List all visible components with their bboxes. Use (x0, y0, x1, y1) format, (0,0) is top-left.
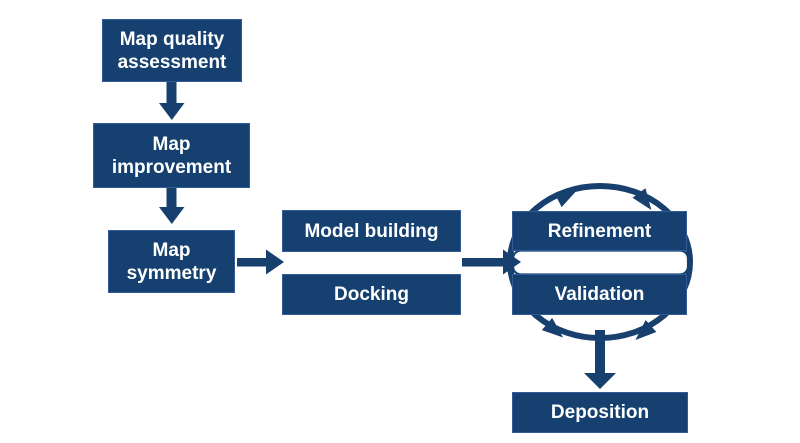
cycle-arrowhead-top-right-icon (632, 188, 652, 210)
arrow-symmetry-to-building-docking (237, 249, 284, 275)
arrow-cycle-to-deposition (584, 330, 616, 389)
node-refinement-label: Refinement (547, 220, 652, 242)
cycle-arrowhead-bottom-left-icon (541, 317, 564, 338)
node-refinement: Refinement (512, 211, 687, 251)
node-validation-label: Validation (554, 284, 645, 305)
arrow-building-docking-to-refinement-validation (462, 249, 521, 275)
cycle-arrowhead-top-left-icon (554, 190, 577, 208)
cycle-arrowhead-bottom-right-icon (635, 320, 657, 341)
node-model-building-label: Model building (304, 220, 439, 242)
node-docking: Docking (282, 274, 461, 315)
node-deposition: Deposition (512, 392, 688, 433)
node-map-quality-assessment-label: Map quality assessment (117, 28, 227, 73)
arrow-improvement-to-symmetry (159, 188, 185, 224)
node-validation: Validation (512, 274, 687, 315)
node-map-symmetry-label: Map symmetry (126, 239, 217, 284)
node-deposition-label: Deposition (550, 402, 650, 423)
node-model-building: Model building (282, 210, 461, 252)
node-map-symmetry: Map symmetry (108, 230, 235, 293)
arrow-quality-to-improvement (159, 82, 185, 120)
node-map-improvement: Map improvement (93, 123, 250, 188)
cycle-gap-band (511, 249, 690, 276)
node-map-improvement-label: Map improvement (111, 133, 232, 178)
node-map-quality-assessment: Map quality assessment (102, 19, 242, 82)
node-docking-label: Docking (334, 284, 409, 305)
